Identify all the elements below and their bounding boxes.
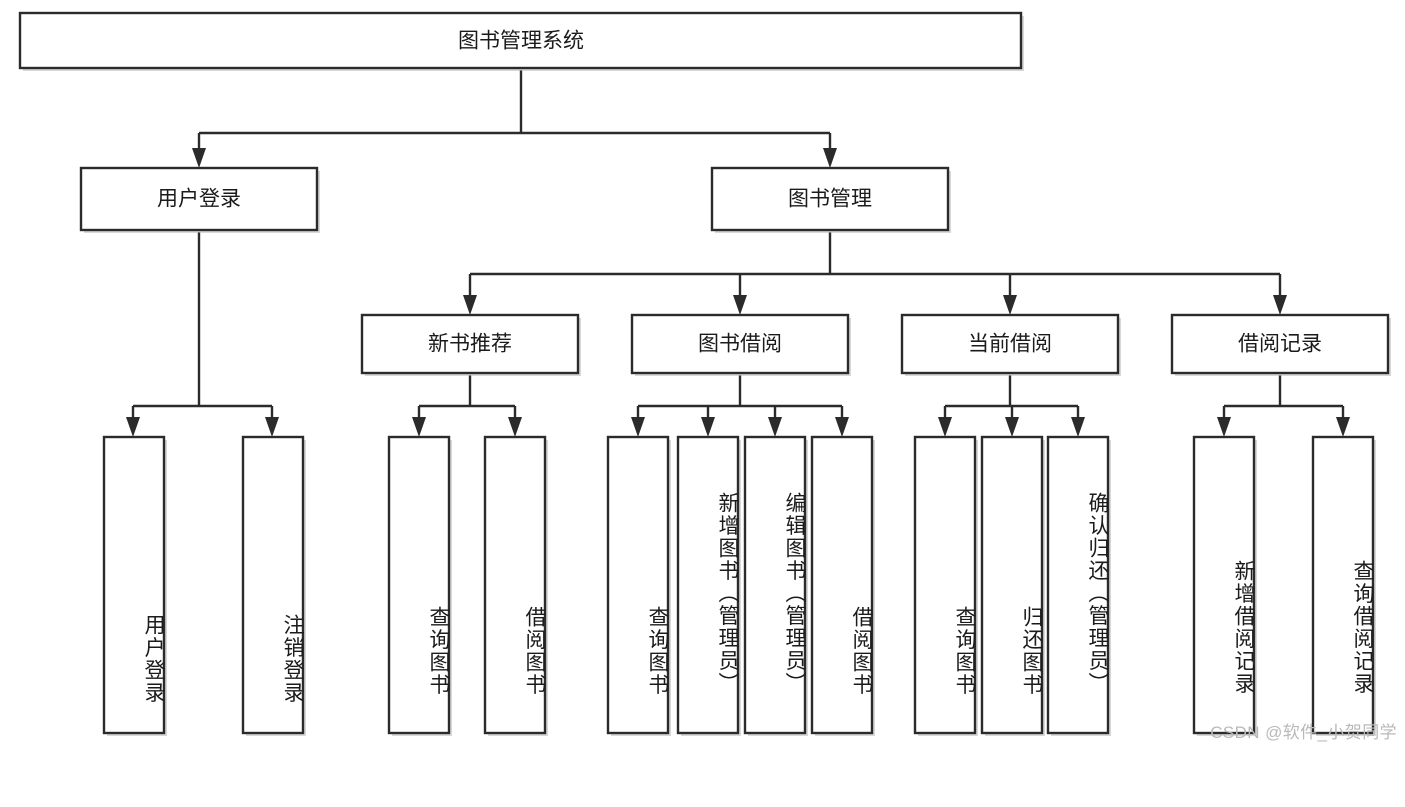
node-bookmgmt[interactable]: 图书管理	[710, 166, 951, 233]
node-bookmgmt-label: 图书管理	[788, 188, 872, 211]
node-layer: 图书管理系统 用户登录 图书管理 新书推荐	[18, 11, 1391, 736]
node-current[interactable]: 当前借阅	[900, 313, 1121, 376]
arrow-head-leaf12	[1217, 417, 1231, 437]
arrow-head-current	[1003, 295, 1017, 315]
arrow-head-leaf13	[1336, 417, 1350, 437]
arrow-head-borrow	[733, 295, 747, 315]
arrow-head-bookmgmt	[823, 148, 837, 168]
node-leaf4-box[interactable]	[483, 435, 547, 735]
node-borrow-box[interactable]	[630, 313, 850, 375]
edge-layer	[126, 70, 1350, 437]
node-records-label: 借阅记录	[1238, 333, 1322, 356]
node-leaf5-box[interactable]	[606, 435, 670, 735]
node-borrow[interactable]: 图书借阅	[630, 313, 851, 376]
arrow-head-leaf9	[938, 417, 952, 437]
arrow-head-leaf6	[701, 417, 715, 437]
arrow-head-leaf2	[265, 417, 279, 437]
arrow-head-login	[192, 148, 206, 168]
arrow-head-leaf3	[412, 417, 426, 437]
node-leaf9-box[interactable]	[913, 435, 977, 735]
arrow-head-records	[1273, 295, 1287, 315]
arrow-head-leaf8	[835, 417, 849, 437]
node-leaf13-box[interactable]	[1311, 435, 1375, 735]
node-login-label: 用户登录	[157, 188, 241, 211]
node-root-box[interactable]	[18, 11, 1023, 70]
node-root-label: 图书管理系统	[458, 30, 584, 53]
node-borrow-label: 图书借阅	[698, 333, 782, 356]
node-leaf8-box[interactable]	[810, 435, 874, 735]
arrow-head-leaf4	[508, 417, 522, 437]
node-records[interactable]: 借阅记录	[1170, 313, 1391, 376]
leaf-box-layer	[102, 435, 1376, 736]
node-leaf2-box[interactable]	[241, 435, 305, 735]
node-login[interactable]: 用户登录	[79, 166, 320, 233]
node-current-box[interactable]	[900, 313, 1120, 375]
node-root[interactable]: 图书管理系统	[18, 11, 1024, 71]
node-newbook-label: 新书推荐	[428, 333, 512, 356]
node-bookmgmt-box[interactable]	[710, 166, 950, 232]
arrow-head-leaf7	[768, 417, 782, 437]
node-leaf3-box[interactable]	[387, 435, 451, 735]
node-newbook-box[interactable]	[360, 313, 580, 375]
arrow-head-leaf5	[631, 417, 645, 437]
node-leaf10-box[interactable]	[980, 435, 1044, 735]
node-leaf12-box[interactable]	[1192, 435, 1256, 735]
node-current-label: 当前借阅	[968, 333, 1052, 356]
node-leaf6-box[interactable]	[676, 435, 740, 735]
watermark-text: CSDN @软件_小贺同学	[1210, 723, 1397, 742]
arrow-head-leaf11	[1071, 417, 1085, 437]
arrow-head-newbook	[463, 295, 477, 315]
arrow-head-leaf1	[126, 417, 140, 437]
node-newbook[interactable]: 新书推荐	[360, 313, 581, 376]
flowchart-canvas: 图书管理系统 用户登录 图书管理 新书推荐	[18, 11, 1397, 742]
node-leaf1-box[interactable]	[102, 435, 166, 735]
node-records-box[interactable]	[1170, 313, 1390, 375]
arrow-head-leaf10	[1005, 417, 1019, 437]
flowchart-svg: 图书管理系统 用户登录 图书管理 新书推荐	[18, 11, 1391, 736]
node-leaf7-box[interactable]	[743, 435, 807, 735]
node-login-box[interactable]	[79, 166, 319, 232]
node-leaf11-box[interactable]	[1046, 435, 1110, 735]
